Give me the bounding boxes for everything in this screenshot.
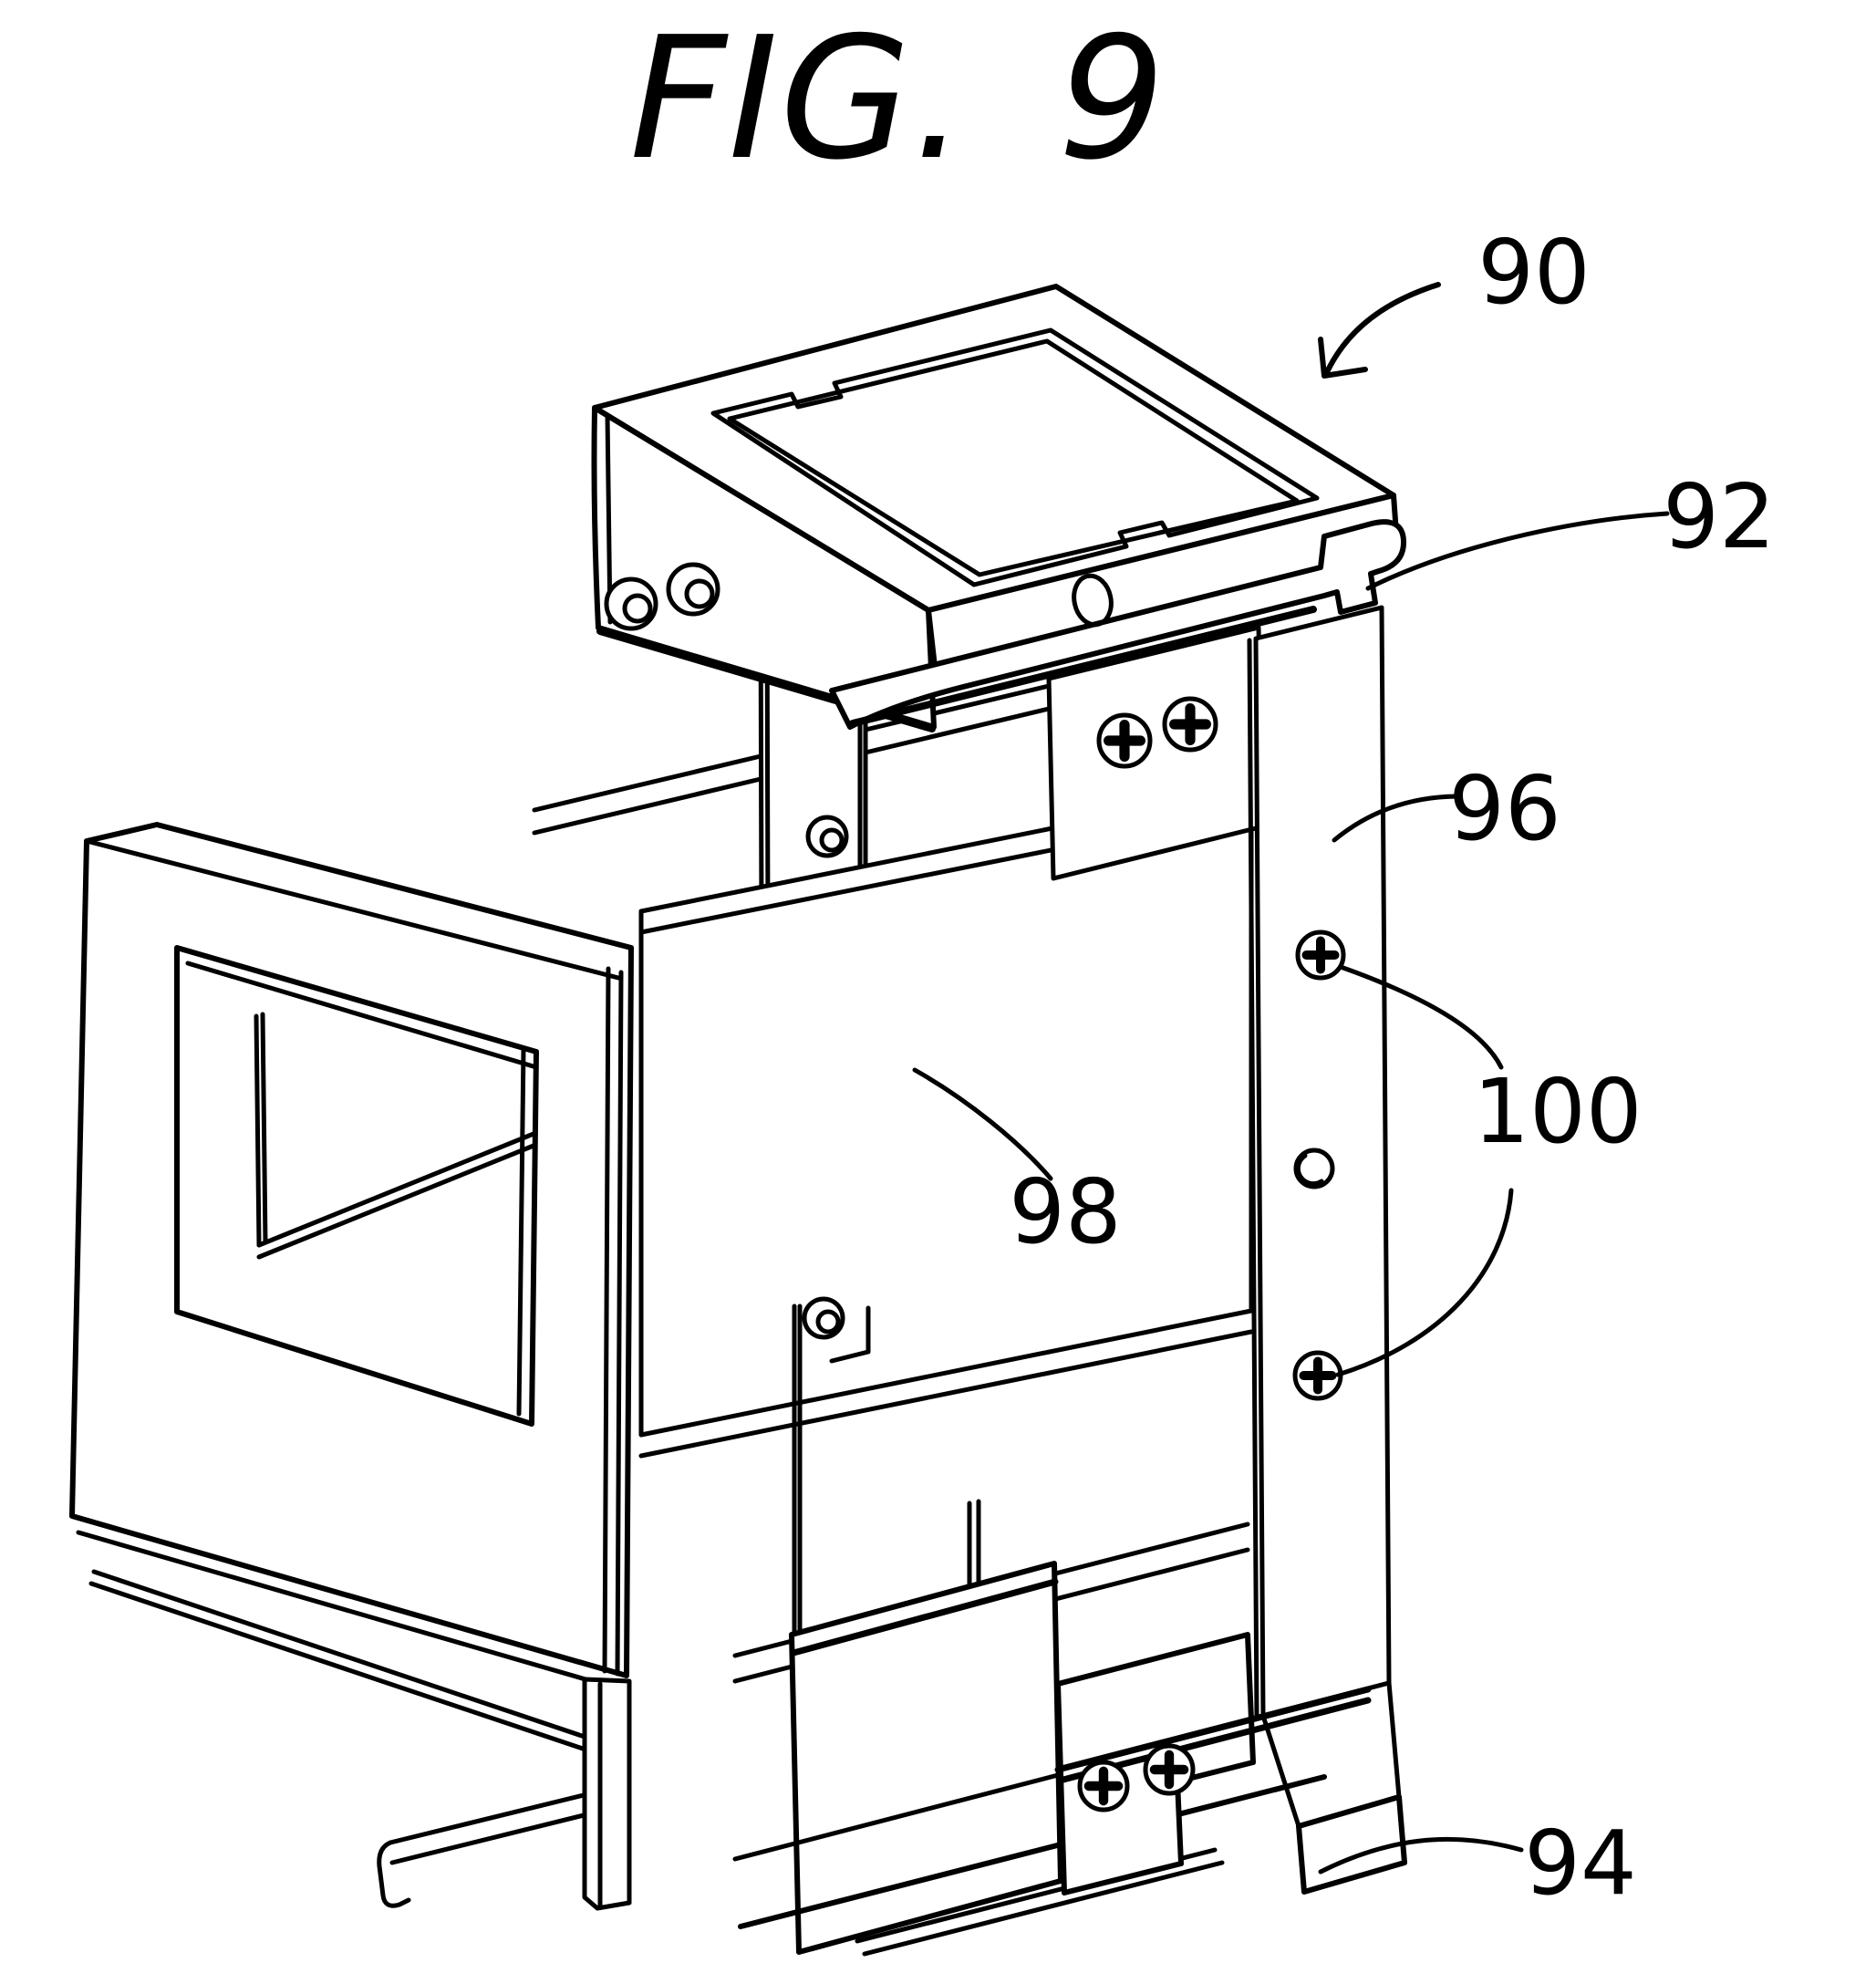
screw-top-left-cross-icon [1104,720,1145,762]
leader-lines-group [912,282,1670,1875]
latch-arm-face [829,519,1407,730]
leader-96 [1332,794,1459,843]
frame-foot-tab [582,1677,632,1911]
screw-bottom-left-cross-icon [1083,1766,1124,1806]
frame-bottom-band [76,1530,623,1692]
latch-underside-heavy [849,606,1317,727]
top-bracket-flange-fold [605,412,613,625]
frame-top-inner-line [84,838,621,981]
stud-flange-left [604,576,658,631]
fasteners-group [604,562,1346,1812]
stud-flange-right [666,562,720,617]
leader-100-lower [1335,1188,1514,1377]
bottom-bracket-left-flange-top2 [790,1578,1059,1657]
frame-back-bottom-edge [256,1131,536,1260]
screw-side-lower-cross-icon [1299,1356,1337,1395]
stud-post-upper-inner [819,827,845,853]
stud-flange-left-inner [622,593,653,624]
lip-rail [388,1792,586,1865]
reference-numerals-group: 90 92 96 100 98 94 [1009,221,1775,1915]
top-bracket-left-flange [591,405,937,730]
leader-94 [1318,1836,1524,1875]
top-bracket-recess-outer [710,327,1320,587]
frame-inner-ring [174,945,539,1427]
bottom-bracket-left-flange [789,1561,1063,1955]
figure-title: FIG. 9 [629,0,1167,197]
leader-100-upper [1338,964,1504,1070]
upper-rail-right [863,683,1052,755]
bottom-bracket-floor-top-edge [732,1772,1061,1862]
right-plate-inner-edge [1247,638,1259,1720]
bottom-bracket-floor-bottom-edge [738,1774,1327,1929]
screw-side-upper-cross-icon [1301,936,1340,974]
middle-plate-bottom-edge2 [638,1329,1254,1459]
frame-outer-face [69,822,634,1678]
thin-bottom-rail [88,1569,587,1751]
lip-rail-end-cap [377,1840,411,1908]
top-bracket-recess-inner [727,338,1300,577]
leader-90-arrow [1324,282,1441,375]
latch-hole [1072,573,1114,628]
upper-rail-left [532,753,763,836]
leader-98 [912,1067,1053,1181]
leader-92 [1365,511,1670,591]
ref-96: 96 [1448,757,1560,860]
stud-plate-lower-inner [815,1309,841,1335]
lower-post [792,1303,803,1637]
ref-98: 98 [1009,1160,1121,1263]
side-plate-middle-hole-crescent [1295,1153,1324,1187]
frame-inner-top2 [185,961,539,1070]
screw-bottom-right-cross-icon [1149,1750,1189,1790]
frame-inner-right2 [516,1046,526,1417]
assembly-outline-group [69,284,1407,1957]
screw-top-right-cross-icon [1169,703,1211,745]
frame-right-band [602,966,624,1677]
frame-back-left-edge [254,1012,268,1248]
middle-plate-face [638,785,1254,1438]
ref-92: 92 [1663,465,1775,568]
ref-94: 94 [1524,1812,1636,1915]
lower-post-tab [829,1305,871,1364]
ref-90: 90 [1477,221,1590,324]
stud-flange-right-inner [684,578,715,609]
ref-100: 100 [1473,1060,1642,1163]
leader-90-arrowhead [1318,337,1368,379]
